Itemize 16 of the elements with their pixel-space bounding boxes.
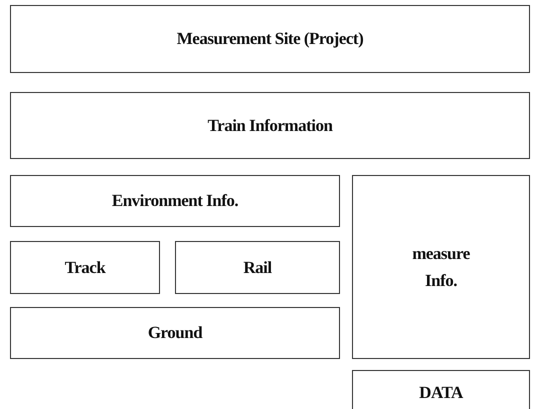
text-box bbox=[352, 175, 530, 359]
box-label: measure Info. bbox=[411, 242, 471, 292]
box-label: Measurement Site (Project) bbox=[176, 28, 364, 50]
box-label: Environment Info. bbox=[112, 190, 238, 212]
text-box bbox=[10, 175, 340, 227]
text-box bbox=[10, 307, 340, 359]
text-box bbox=[10, 92, 530, 159]
box-label: Track bbox=[64, 256, 106, 279]
text-box bbox=[175, 241, 340, 294]
text-box bbox=[10, 241, 160, 294]
box-label: DATA bbox=[419, 382, 463, 404]
text-box bbox=[352, 370, 530, 409]
text-box bbox=[10, 5, 530, 73]
box-label: Ground bbox=[148, 322, 202, 344]
box-label: Train Information bbox=[208, 114, 332, 137]
box-label: Rail bbox=[243, 256, 272, 279]
